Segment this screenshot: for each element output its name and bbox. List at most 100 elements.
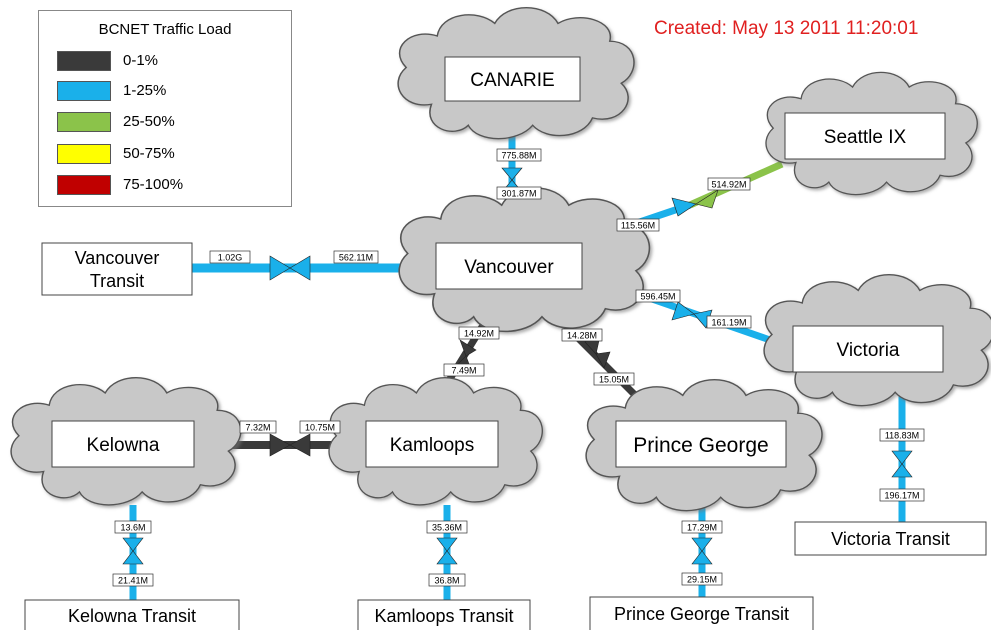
traffic-label: 17.29M [681,520,723,534]
legend-swatch [57,51,111,71]
svg-text:35.36M: 35.36M [432,523,462,533]
node-prince-george-transit[interactable]: Prince George Transit [589,596,814,630]
node-label-line-2: Transit [90,271,144,291]
traffic-label: 35.36M [426,520,468,534]
arrow-left-icon [289,255,311,281]
traffic-label: 7.49M [443,363,485,377]
link-victoria-transit[interactable] [891,395,913,522]
legend-swatch [57,175,111,195]
node-label: Kamloops Transit [374,606,513,626]
node-label-line-1: Vancouver [75,248,160,268]
node-kelowna[interactable]: Kelowna [51,420,195,468]
traffic-label: 1.02G [209,250,251,264]
arrow-up-icon [122,550,144,565]
node-label: CANARIE [470,70,554,91]
arrow-right-icon [671,197,697,217]
traffic-label: 13.6M [114,520,152,534]
svg-text:1.02G: 1.02G [218,253,243,263]
svg-text:596.45M: 596.45M [640,292,675,302]
node-victoria-transit[interactable]: Victoria Transit [794,521,987,556]
traffic-label: 562.11M [333,250,379,264]
traffic-label: 596.45M [635,289,681,303]
svg-text:14.28M: 14.28M [567,331,597,341]
svg-text:36.8M: 36.8M [434,576,459,586]
link-vancouver-transit[interactable] [192,255,405,281]
svg-text:562.11M: 562.11M [339,253,373,263]
arrow-right-icon [269,433,291,457]
arrow-up-icon [691,550,713,565]
traffic-label: 29.15M [681,572,723,586]
arrow-down-icon [436,537,458,552]
link-prince-george-transit[interactable] [691,505,713,600]
legend-swatch [57,112,111,132]
svg-text:29.15M: 29.15M [687,575,717,585]
svg-text:13.6M: 13.6M [120,523,145,533]
node-victoria[interactable]: Victoria [792,325,944,373]
svg-text:301.87M: 301.87M [501,189,536,199]
node-kamloops-transit[interactable]: Kamloops Transit [357,599,531,630]
traffic-label: 14.28M [561,328,603,342]
node-label: Prince George Transit [614,604,789,624]
node-label: Seattle IX [824,127,907,148]
svg-text:196.17M: 196.17M [884,491,919,501]
legend-swatch [57,81,111,101]
traffic-label: 21.41M [112,573,154,587]
svg-text:115.56M: 115.56M [621,221,655,231]
traffic-label: 10.75M [299,420,341,434]
traffic-label: 775.88M [496,148,542,162]
legend: BCNET Traffic Load 0-1% 1-25% 25-50% 50-… [38,10,292,207]
node-vancouver[interactable]: Vancouver [435,242,583,290]
svg-text:118.83M: 118.83M [885,431,919,441]
node-vancouver-transit[interactable]: Vancouver Transit [41,242,193,296]
traffic-label: 301.87M [496,186,542,200]
link-kelowna-kamloops[interactable] [230,433,340,457]
arrow-left-icon [695,189,719,209]
arrow-right-icon [671,301,695,321]
arrow-left-icon [289,433,311,457]
node-label: Victoria [836,340,899,361]
node-label: Kamloops [390,435,475,456]
traffic-label: 15.05M [593,372,635,386]
arrow-down-icon [891,450,913,465]
legend-label: 0-1% [123,52,159,69]
node-kelowna-transit[interactable]: Kelowna Transit [24,599,240,630]
node-label: Vancouver [464,257,554,278]
node-kamloops[interactable]: Kamloops [365,420,499,468]
svg-text:21.41M: 21.41M [118,576,148,586]
legend-label: 25-50% [123,113,175,130]
node-prince-george[interactable]: Prince George [615,420,787,468]
traffic-label: 514.92M [707,177,751,191]
svg-text:17.29M: 17.29M [687,523,717,533]
node-label: Kelowna [87,435,160,456]
node-label: Prince George [633,434,768,457]
legend-label: 1-25% [123,82,167,99]
svg-text:161.19M: 161.19M [711,318,746,328]
svg-text:514.92M: 514.92M [711,180,746,190]
arrow-up-icon [891,463,913,478]
traffic-label: 161.19M [706,315,752,329]
arrow-down-icon [122,537,144,552]
legend-swatch [57,144,111,164]
svg-text:15.05M: 15.05M [599,375,629,385]
traffic-label: 196.17M [879,488,925,502]
svg-text:775.88M: 775.88M [501,151,536,161]
traffic-label: 7.32M [239,420,277,434]
traffic-label: 118.83M [879,428,925,442]
node-seattle-ix[interactable]: Seattle IX [784,112,946,160]
svg-text:7.32M: 7.32M [245,423,270,433]
svg-text:14.92M: 14.92M [464,329,494,339]
traffic-label: 14.92M [458,326,500,340]
legend-label: 75-100% [123,176,184,193]
legend-label: 50-75% [123,145,175,162]
arrow-down-icon [691,537,713,552]
node-label: Kelowna Transit [68,606,196,626]
svg-text:7.49M: 7.49M [451,366,476,376]
arrow-up-icon [436,550,458,565]
arrow-up-icon [459,339,477,357]
traffic-label: 36.8M [428,573,466,587]
created-timestamp: Created: May 13 2011 11:20:01 [654,18,919,39]
legend-title: BCNET Traffic Load [98,21,232,38]
traffic-label: 115.56M [616,218,660,232]
node-canarie[interactable]: CANARIE [444,56,581,102]
